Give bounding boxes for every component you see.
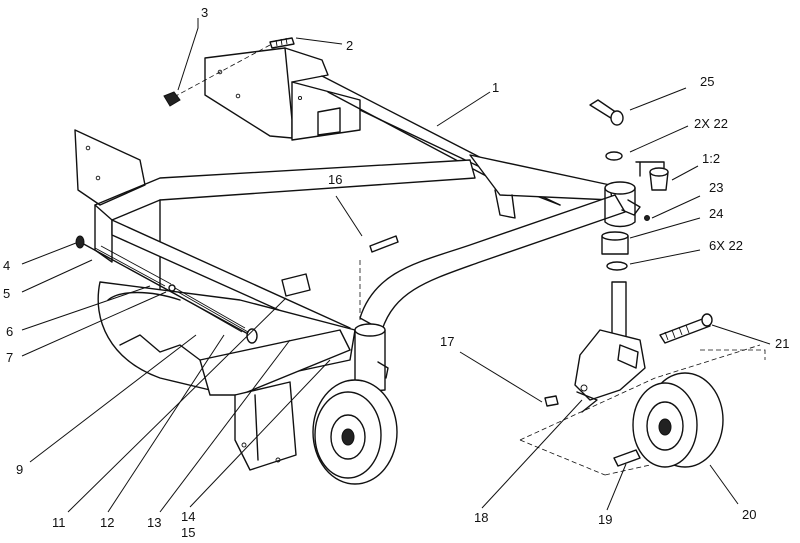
callout-7: 7 <box>6 350 13 365</box>
front-pivot-socket <box>354 323 389 393</box>
callout-labels: 1 2 3 4 5 6 7 9 11 12 13 14 15 16 17 18 … <box>3 5 789 540</box>
deck-plate <box>281 273 311 297</box>
spacer-19 <box>613 449 641 467</box>
assembly-guide-plane <box>519 344 766 476</box>
leader-lines <box>21 18 771 513</box>
callout-2: 2 <box>346 38 353 53</box>
caster-fork <box>574 281 646 413</box>
bolt-16 <box>359 235 399 320</box>
callout-12: 12 <box>100 515 114 530</box>
callout-19: 19 <box>598 512 612 527</box>
callout-21: 21 <box>775 336 789 351</box>
tension-spring-rod <box>75 235 258 344</box>
main-frame <box>74 75 613 343</box>
callout-3: 3 <box>201 5 208 20</box>
hardware-stack <box>589 99 669 271</box>
callout-4: 4 <box>3 258 10 273</box>
callout-16: 16 <box>328 172 342 187</box>
callout-1-2: 1:2 <box>702 151 720 166</box>
callout-20: 20 <box>742 507 756 522</box>
callout-6x22: 6X 22 <box>709 238 743 253</box>
callout-6: 6 <box>6 324 13 339</box>
callout-24: 24 <box>709 206 723 221</box>
caster-arm-tube <box>359 181 641 331</box>
callout-11: 11 <box>52 515 66 530</box>
callout-14: 14 <box>181 509 195 524</box>
callout-1: 1 <box>492 80 499 95</box>
bolt-17 <box>544 395 559 407</box>
nut-3 <box>163 91 181 107</box>
callout-2x22: 2X 22 <box>694 116 728 131</box>
rear-mount-bracket <box>204 47 361 141</box>
front-wheel <box>312 379 398 485</box>
callout-15: 15 <box>181 525 195 540</box>
callout-18: 18 <box>474 510 488 525</box>
mower-deck <box>97 281 356 471</box>
callout-9: 9 <box>16 462 23 477</box>
callout-23: 23 <box>709 180 723 195</box>
callout-13: 13 <box>147 515 161 530</box>
bolt-2 <box>171 37 295 99</box>
callout-5: 5 <box>3 286 10 301</box>
caster-wheel-20 <box>632 372 724 468</box>
callout-25: 25 <box>700 74 714 89</box>
callout-17: 17 <box>440 334 454 349</box>
axle-bolt-21 <box>659 313 713 344</box>
